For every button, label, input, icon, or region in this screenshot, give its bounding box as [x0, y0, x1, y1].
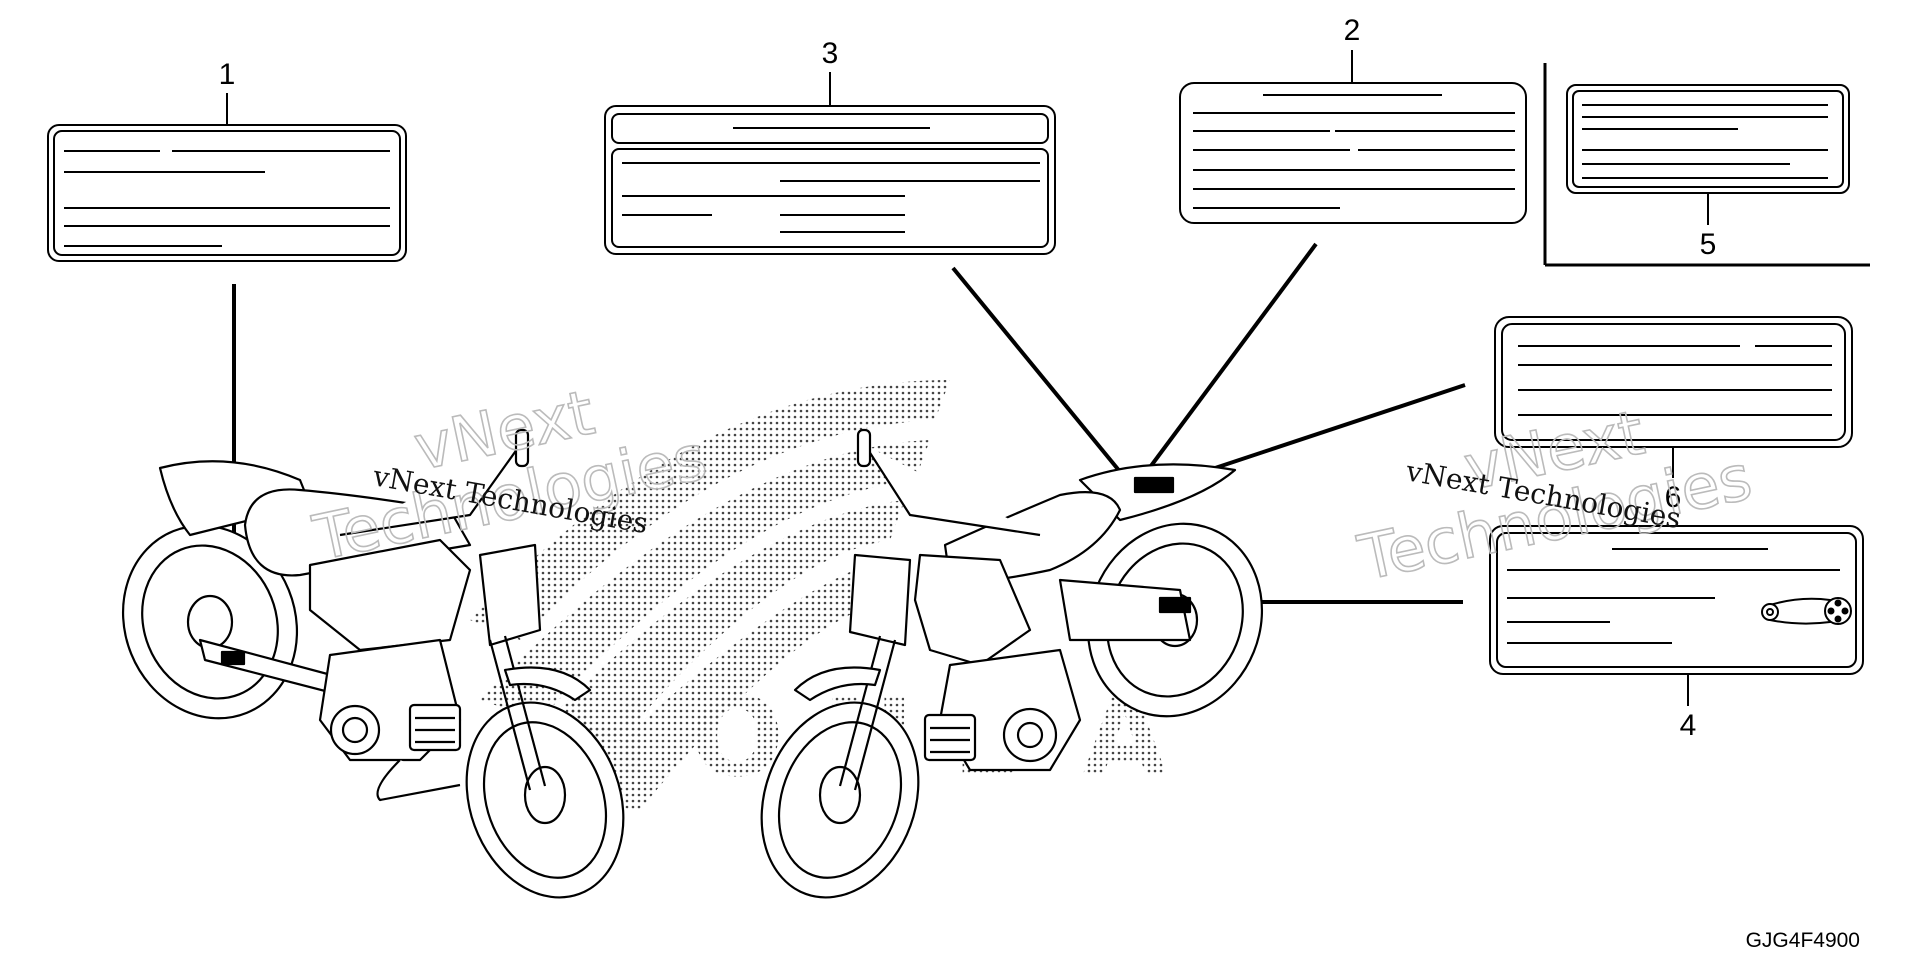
- label-3[interactable]: 3: [604, 37, 1137, 492]
- callout-5: 5: [1700, 228, 1717, 261]
- leader-line-3: [951, 266, 1137, 492]
- label-2-text-lines: [1193, 94, 1515, 209]
- callout-3: 3: [822, 37, 839, 70]
- label-4-6-position-mark: [1158, 596, 1192, 614]
- callout-2: 2: [1344, 14, 1361, 47]
- label-1-position-mark: [220, 650, 246, 666]
- label-2[interactable]: 2: [1140, 14, 1527, 480]
- label-3-text-lines: [622, 127, 1040, 233]
- label-6[interactable]: 6: [1184, 316, 1853, 514]
- callout-6: 6: [1665, 481, 1682, 514]
- chain-adjuster-icon: [1761, 597, 1852, 625]
- callout-1: 1: [219, 58, 236, 91]
- leader-line-2: [1140, 242, 1318, 480]
- label-4[interactable]: 4: [1215, 525, 1864, 742]
- motorcycle-left: [121, 428, 625, 899]
- watermark-left: Technologies vNext vNext Technologies: [306, 375, 713, 576]
- callout-4: 4: [1680, 709, 1697, 742]
- label-2-3-position-mark: [1133, 476, 1175, 494]
- label-4-text-lines: [1507, 548, 1840, 644]
- leader-line-6: [1184, 383, 1466, 480]
- label-6-text-lines: [1518, 345, 1832, 416]
- label-5[interactable]: 5: [1543, 63, 1870, 267]
- label-1[interactable]: 1: [47, 58, 407, 660]
- motorcycle-right: [760, 428, 1264, 899]
- label-1-text-lines: [64, 150, 390, 247]
- part-code: GJG4F4900: [1746, 929, 1860, 952]
- label-5-text-lines: [1582, 104, 1828, 179]
